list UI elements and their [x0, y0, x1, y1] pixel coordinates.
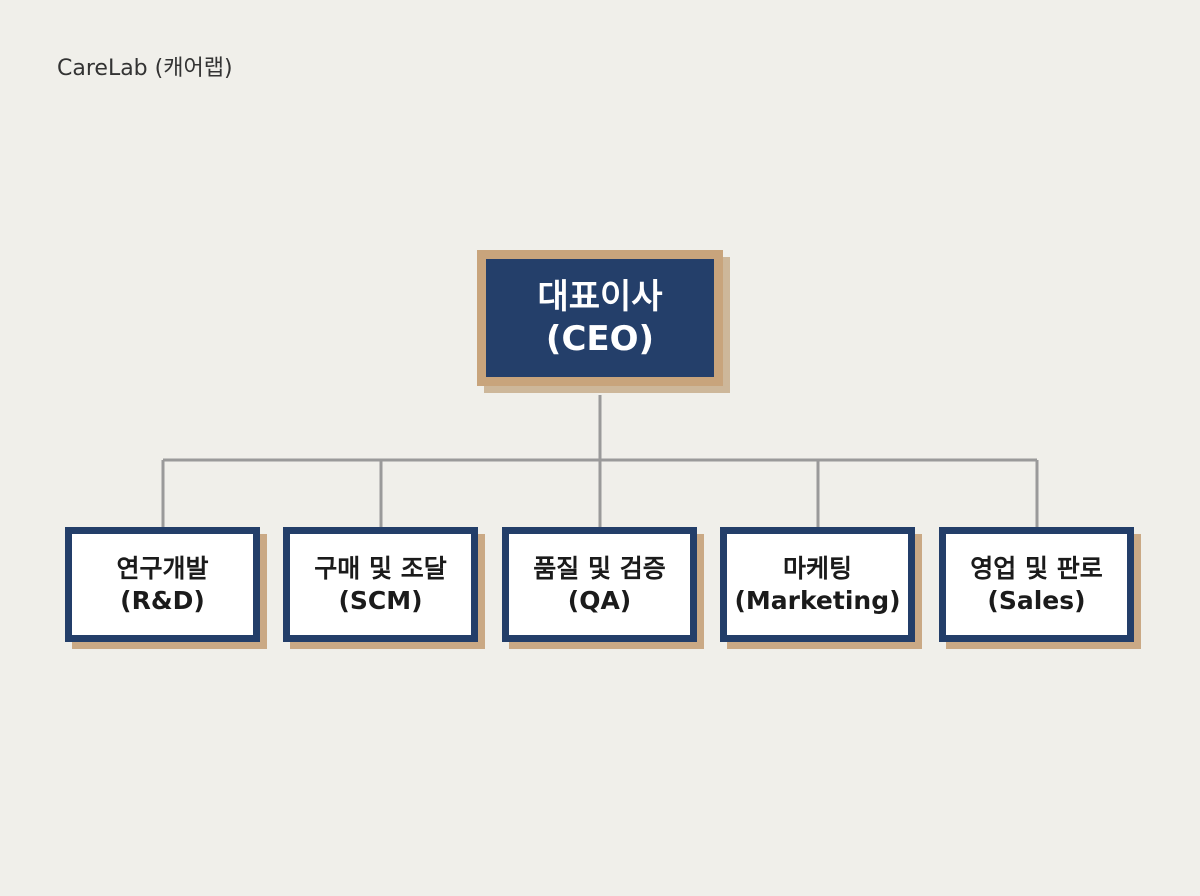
ceo-subtitle: (CEO): [545, 319, 655, 359]
dept-title: 품질 및 검증: [533, 554, 666, 584]
dept-node-qa: 품질 및 검증 (QA): [502, 527, 697, 642]
dept-subtitle: (QA): [567, 585, 632, 615]
dept-node-marketing: 마케팅 (Marketing): [720, 527, 915, 642]
ceo-node: 대표이사 (CEO): [477, 250, 723, 386]
dept-subtitle: (SCM): [338, 585, 423, 615]
dept-title: 구매 및 조달: [314, 554, 447, 584]
dept-title: 영업 및 판로: [970, 554, 1103, 584]
dept-node-rnd: 연구개발 (R&D): [65, 527, 260, 642]
dept-subtitle: (R&D): [120, 585, 205, 615]
dept-subtitle: (Sales): [987, 585, 1086, 615]
company-name: CareLab (캐어랩): [57, 56, 233, 81]
dept-title: 연구개발: [116, 554, 209, 584]
dept-subtitle: (Marketing): [734, 585, 901, 615]
dept-node-sales: 영업 및 판로 (Sales): [939, 527, 1134, 642]
dept-title: 마케팅: [782, 554, 852, 584]
dept-node-scm: 구매 및 조달 (SCM): [283, 527, 478, 642]
ceo-title: 대표이사: [537, 276, 663, 317]
